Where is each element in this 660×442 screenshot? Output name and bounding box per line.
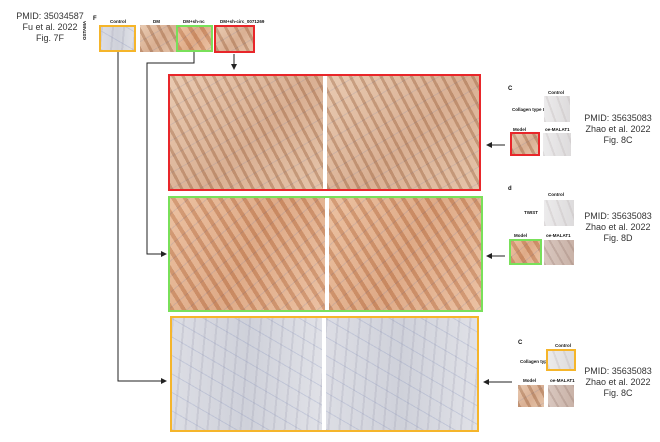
source-citation: PMID: 35034587 Fu et al. 2022 Fig. 7F — [6, 11, 94, 44]
ref8c-bottom-col-model: Model — [523, 378, 536, 383]
ref8c-top-row-label: Collagen type I — [512, 107, 545, 112]
ref8d-row-label: TWIST — [524, 210, 538, 215]
orange-panel-image-right — [326, 318, 477, 430]
source-col-dm-sh-circ: DM+sh-circ_0071269 — [220, 19, 265, 24]
ref8c-top-col-control: Control — [548, 90, 564, 95]
ref8d-authors: Zhao et al. 2022 — [585, 222, 651, 232]
ref8d-tile-treat — [544, 240, 574, 265]
source-col-dm: DM — [153, 19, 160, 24]
red-panel-image-right — [327, 76, 479, 189]
ref8d-tile-control — [544, 200, 574, 226]
ref8c-top-tile-model — [510, 132, 540, 156]
source-col-control: Control — [110, 19, 126, 24]
comparison-panel-red — [168, 74, 481, 191]
ref8c-top-figure: Fig. 8C — [603, 135, 633, 145]
ref8c-top-col-model: Model — [513, 127, 526, 132]
ref8c-bottom-authors: Zhao et al. 2022 — [585, 377, 651, 387]
ref8c-bottom-figure: Fig. 8C — [603, 388, 633, 398]
red-panel-image-left — [170, 76, 323, 189]
ref8c-bottom-letter: C — [518, 340, 523, 346]
source-tile-dm-sh-circ — [214, 25, 255, 53]
source-tile-control — [99, 25, 136, 52]
ref8c-bottom-row-label: Collagen type I — [520, 359, 553, 364]
source-tile-dm — [140, 25, 176, 52]
source-panel-letter: F — [93, 16, 97, 22]
ref8c-bottom-citation: PMID: 35635083 Zhao et al. 2022 Fig. 8C — [578, 366, 658, 399]
ref8c-bottom-tile-control — [546, 349, 576, 371]
green-panel-gap — [325, 198, 329, 310]
ref8d-citation: PMID: 35635083 Zhao et al. 2022 Fig. 8D — [578, 211, 658, 244]
comparison-panel-orange — [170, 316, 479, 432]
ref8d-tile-model — [509, 239, 542, 265]
ref8d-pmid: PMID: 35635083 — [584, 211, 652, 221]
ref8c-top-citation: PMID: 35635083 Zhao et al. 2022 Fig. 8C — [578, 113, 658, 146]
ref8d-letter: d — [508, 186, 512, 192]
ref8c-bottom-col-control: Control — [555, 343, 571, 348]
source-pmid: PMID: 35034587 — [16, 11, 84, 21]
ref8c-top-tile-treat — [543, 133, 571, 156]
comparison-panel-green — [168, 196, 483, 312]
arrow-orange-source-to-panel — [117, 52, 167, 384]
green-panel-image-left — [170, 198, 325, 310]
ref8c-bottom-col-treat: oe-MALAT1 — [550, 378, 575, 383]
orange-panel-image-left — [172, 318, 322, 430]
ref8d-figure: Fig. 8D — [603, 233, 633, 243]
orange-panel-gap — [322, 318, 326, 430]
source-col-dm-sh-nc: DM+sh-nc — [183, 19, 205, 24]
ref8c-bottom-pmid: PMID: 35635083 — [584, 366, 652, 376]
ref8d-col-model: Model — [514, 233, 527, 238]
source-figure: Fig. 7F — [35, 33, 64, 43]
ref8c-top-col-treat: oe-MALAT1 — [545, 127, 570, 132]
source-authors: Fu et al. 2022 — [22, 22, 78, 32]
ref8c-bottom-tile-model — [518, 385, 544, 407]
ref8c-top-authors: Zhao et al. 2022 — [585, 124, 651, 134]
ref8d-col-control: Control — [548, 192, 564, 197]
ref8d-col-treat: oe-MALAT1 — [546, 233, 571, 238]
ref8c-top-pmid: PMID: 35635083 — [584, 113, 652, 123]
arrow-green-source-to-panel — [146, 52, 195, 257]
source-tile-dm-sh-nc — [176, 25, 213, 52]
green-panel-image-right — [329, 198, 481, 310]
ref8c-top-letter: C — [508, 86, 513, 92]
ref8c-top-tile-control — [544, 96, 570, 122]
red-panel-gap — [323, 76, 327, 189]
ref8c-bottom-tile-treat — [548, 385, 574, 407]
